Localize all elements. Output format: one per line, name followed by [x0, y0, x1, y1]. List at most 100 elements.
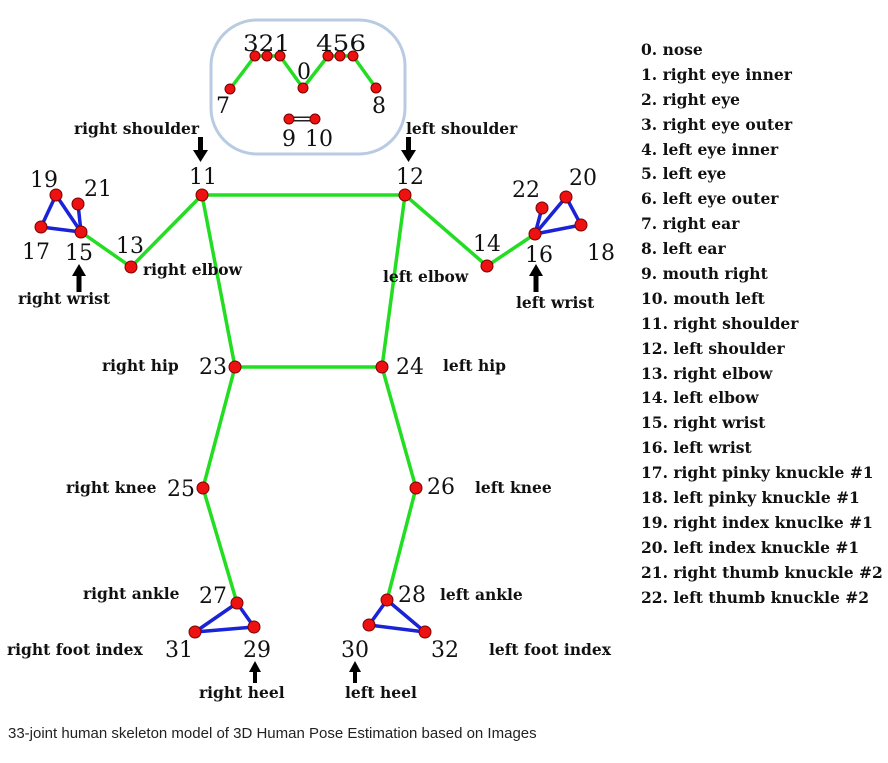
num-26: 26 [427, 475, 455, 500]
num-0: 0 [297, 60, 311, 85]
joint-28 [380, 593, 394, 607]
num-10: 10 [305, 127, 333, 152]
num-20: 20 [569, 166, 597, 191]
arrow-left-shoulder-icon [401, 137, 416, 162]
bone-1-0 [278, 54, 305, 90]
label-left-shoulder: left shoulder [406, 119, 518, 138]
bone-11-23 [200, 193, 237, 369]
num-29: 29 [243, 638, 271, 663]
label-right-ankle: right ankle [83, 584, 180, 603]
joint-9 [283, 113, 295, 125]
label-right-foot-index: right foot index [7, 640, 143, 659]
label-right-knee: right knee [66, 478, 157, 497]
label-left-ankle: left ankle [440, 585, 523, 604]
joint-26 [409, 481, 423, 495]
body-bones [79, 193, 537, 605]
bone-12-14 [403, 193, 489, 268]
legend-item: 12. left shoulder [641, 338, 785, 358]
joint-11 [195, 188, 209, 202]
bone-7-3 [228, 54, 257, 91]
num-15: 15 [65, 241, 93, 266]
joint-30 [362, 618, 376, 632]
joint-12 [398, 188, 412, 202]
num-17: 17 [22, 240, 50, 265]
legend-item: 3. right eye outer [641, 114, 793, 134]
label-left-wrist: left wrist [516, 293, 595, 312]
num-25: 25 [167, 477, 195, 502]
num-7: 7 [216, 94, 230, 119]
legend-item: 6. left eye outer [641, 189, 779, 209]
link-29-31 [193, 625, 256, 634]
bone-23-25 [201, 365, 237, 490]
label-left-elbow: left elbow [383, 267, 469, 286]
bone-14-16 [485, 232, 537, 268]
num-24: 24 [396, 355, 424, 380]
num-21: 21 [84, 177, 112, 202]
joint-21 [71, 197, 85, 211]
link-31-27 [193, 601, 239, 634]
bone-26-28 [385, 486, 418, 602]
num-32: 32 [431, 638, 459, 663]
legend-item: 14. left elbow [641, 388, 759, 408]
label-left-heel: left heel [345, 683, 417, 702]
bone-24-26 [380, 365, 418, 490]
joints [34, 50, 588, 639]
link-20-16 [533, 195, 568, 236]
legend-item: 22. left thumb knuckle #2 [641, 587, 870, 607]
joint-27 [230, 596, 244, 610]
face-numbers: 321 456 0 7 8 9 10 [216, 32, 386, 152]
joint-8 [370, 82, 382, 94]
num-321: 321 [243, 32, 290, 57]
legend-item: 7. right ear [641, 214, 740, 234]
legend-item: 13. right elbow [641, 363, 773, 383]
label-right-heel: right heel [199, 683, 285, 702]
num-9: 9 [282, 127, 296, 152]
joint-15 [74, 225, 88, 239]
joint-1 [274, 50, 286, 62]
joint-32 [418, 625, 432, 639]
legend-item: 2. right eye [641, 89, 741, 109]
joint-16 [528, 227, 542, 241]
legend-item: 18. left pinky knuckle #1 [641, 488, 860, 508]
legend-item: 11. right shoulder [641, 313, 799, 333]
legend-item: 1. right eye inner [641, 64, 792, 84]
link-30-32 [367, 623, 427, 634]
joint-18 [574, 218, 588, 232]
label-left-hip: left hip [443, 356, 506, 375]
legend-item: 21. right thumb knuckle #2 [641, 562, 883, 582]
label-right-wrist: right wrist [18, 289, 111, 308]
arrow-right-heel-icon [249, 661, 261, 683]
bone-13-15 [79, 230, 133, 269]
joint-22 [535, 201, 549, 215]
bone-6-8 [351, 54, 378, 90]
num-14: 14 [473, 232, 501, 257]
pointer-arrows [72, 137, 543, 683]
joint-numbers: 11 12 13 14 15 16 17 18 19 20 21 22 23 2… [22, 165, 615, 663]
num-22: 22 [512, 178, 540, 203]
num-11: 11 [189, 165, 217, 190]
joint-4 [322, 50, 334, 62]
joint-6 [347, 50, 359, 62]
joint-23 [228, 360, 242, 374]
joint-5 [334, 50, 346, 62]
joint-2 [261, 50, 273, 62]
face-box [209, 18, 407, 156]
bone-25-27 [201, 486, 239, 605]
legend-item: 8. left ear [641, 239, 726, 259]
num-19: 19 [30, 168, 58, 193]
num-23: 23 [199, 355, 227, 380]
joint-3 [249, 50, 261, 62]
joint-31 [188, 625, 202, 639]
joint-17 [34, 220, 48, 234]
joint-19 [49, 188, 63, 202]
joint-10 [309, 113, 321, 125]
legend-item: 9. mouth right [641, 264, 768, 284]
bone-12-24 [380, 193, 407, 369]
legend-item: 5. left eye [641, 164, 727, 184]
link-19-15 [54, 193, 83, 234]
joint-13 [124, 260, 138, 274]
arrow-left-heel-icon [349, 661, 361, 683]
legend-item: 19. right index knuclke #1 [641, 512, 873, 532]
num-8: 8 [372, 94, 386, 119]
